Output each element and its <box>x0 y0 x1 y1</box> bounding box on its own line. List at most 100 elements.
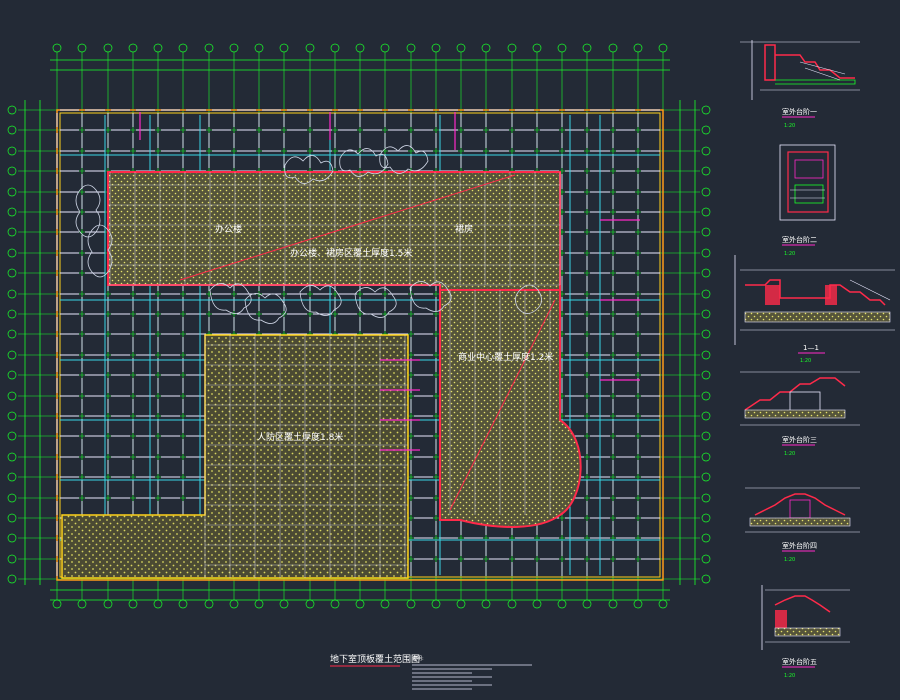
detail-step-5: 室外台阶五 1:20 <box>761 585 850 679</box>
axis-bubble <box>507 43 517 53</box>
axis-bubble <box>279 599 289 609</box>
axis-bubble <box>204 43 214 53</box>
axis-bubble <box>77 599 87 609</box>
axis-bubble <box>7 309 17 319</box>
axis-bubble <box>103 599 113 609</box>
detail-title: 1—1 <box>803 344 819 352</box>
axis-bubble <box>701 248 711 258</box>
axis-bubble <box>7 554 17 564</box>
axis-bubble <box>52 43 62 53</box>
axis-bubble <box>254 43 264 53</box>
axis-bubble <box>431 599 441 609</box>
detail-title: 室外台阶三 <box>782 435 817 444</box>
axis-bubble <box>701 452 711 462</box>
plan-title: 地下室顶板覆土范围图 <box>330 653 420 665</box>
axis-bubble <box>52 599 62 609</box>
axis-bubble <box>532 599 542 609</box>
axis-bubble <box>658 43 668 53</box>
axis-bubble <box>557 599 567 609</box>
axis-bubble <box>608 599 618 609</box>
floor-plan: 办公楼 办公楼、裙房区覆土厚度1.5米 裙房 商业中心覆土厚度1.2米 人防区覆… <box>7 43 711 690</box>
axis-bubble <box>701 513 711 523</box>
zone-office-sublabel: 办公楼、裙房区覆土厚度1.5米 <box>290 247 412 259</box>
detail-scale: 1:20 <box>800 358 811 364</box>
axis-bubble <box>633 599 643 609</box>
zone-office-hatch <box>107 171 561 291</box>
axis-bubble <box>701 391 711 401</box>
notes-block: 说明: <box>412 655 532 690</box>
axis-bubble <box>7 187 17 197</box>
axis-bubble <box>633 43 643 53</box>
axis-bubble <box>7 472 17 482</box>
axis-bubble <box>701 472 711 482</box>
axis-bubble <box>406 43 416 53</box>
axis-bubble <box>7 105 17 115</box>
axis-bubble <box>608 43 618 53</box>
axis-bubble <box>406 599 416 609</box>
axis-bubble <box>355 43 365 53</box>
axis-bubble <box>254 599 264 609</box>
axis-bubble <box>701 411 711 421</box>
detail-title: 室外台阶五 <box>782 657 817 666</box>
axis-bubble <box>305 599 315 609</box>
axis-bubble <box>701 329 711 339</box>
axis-bubble <box>701 350 711 360</box>
details-column: 室外台阶一 1:20 室外台阶二 1:20 1—1 1:20 <box>734 40 895 679</box>
axis-bubble <box>701 370 711 380</box>
axis-bubble <box>701 309 711 319</box>
axis-bubble <box>7 207 17 217</box>
detail-title: 室外台阶二 <box>782 235 817 244</box>
detail-scale: 1:20 <box>784 557 795 563</box>
diagonal-line <box>449 299 556 511</box>
axis-bubble <box>481 599 491 609</box>
axis-bubble <box>701 166 711 176</box>
axis-bubble <box>431 43 441 53</box>
axis-bubble <box>153 43 163 53</box>
axis-bubble <box>229 43 239 53</box>
axis-bubble <box>7 493 17 503</box>
landscape-trees <box>75 145 542 324</box>
axis-bubble <box>7 166 17 176</box>
axis-bubble <box>7 227 17 237</box>
axis-bubble <box>204 599 214 609</box>
detail-scale: 1:20 <box>784 123 795 129</box>
axis-bubble <box>380 599 390 609</box>
detail-scale: 1:20 <box>784 251 795 257</box>
axis-bubble <box>701 125 711 135</box>
axis-bubble <box>481 43 491 53</box>
axis-bubble <box>582 43 592 53</box>
axis-bubble <box>658 599 668 609</box>
axis-bubble <box>7 411 17 421</box>
axis-bubble <box>701 493 711 503</box>
detail-title: 室外台阶一 <box>782 107 817 116</box>
axis-bubble <box>701 268 711 278</box>
axis-bubble <box>279 43 289 53</box>
axis-bubble <box>532 43 542 53</box>
axis-bubbles <box>7 43 711 609</box>
axis-bubble <box>701 207 711 217</box>
axis-bubble <box>7 391 17 401</box>
axis-bubble <box>507 599 517 609</box>
axis-bubble <box>305 43 315 53</box>
detail-step-4: 室外台阶四 1:20 <box>745 487 860 563</box>
axis-bubble <box>7 125 17 135</box>
axis-bubble <box>456 43 466 53</box>
axis-bubble <box>330 43 340 53</box>
zone-commercial-hatch <box>439 289 582 528</box>
notes-heading: 说明: <box>412 655 424 662</box>
axis-bubble <box>701 533 711 543</box>
axis-bubble <box>7 146 17 156</box>
hatch-grid <box>108 172 561 578</box>
zone-podium-label: 裙房 <box>455 223 473 235</box>
axis-bubble <box>7 574 17 584</box>
axis-bubble <box>330 599 340 609</box>
detail-scale: 1:20 <box>784 451 795 457</box>
axis-bubble <box>178 43 188 53</box>
axis-bubble <box>178 599 188 609</box>
dimension-marks <box>139 112 640 451</box>
axis-bubble <box>7 431 17 441</box>
axis-bubble <box>355 599 365 609</box>
zone-commercial-label: 商业中心覆土厚度1.2米 <box>458 351 553 363</box>
axis-bubble <box>582 599 592 609</box>
